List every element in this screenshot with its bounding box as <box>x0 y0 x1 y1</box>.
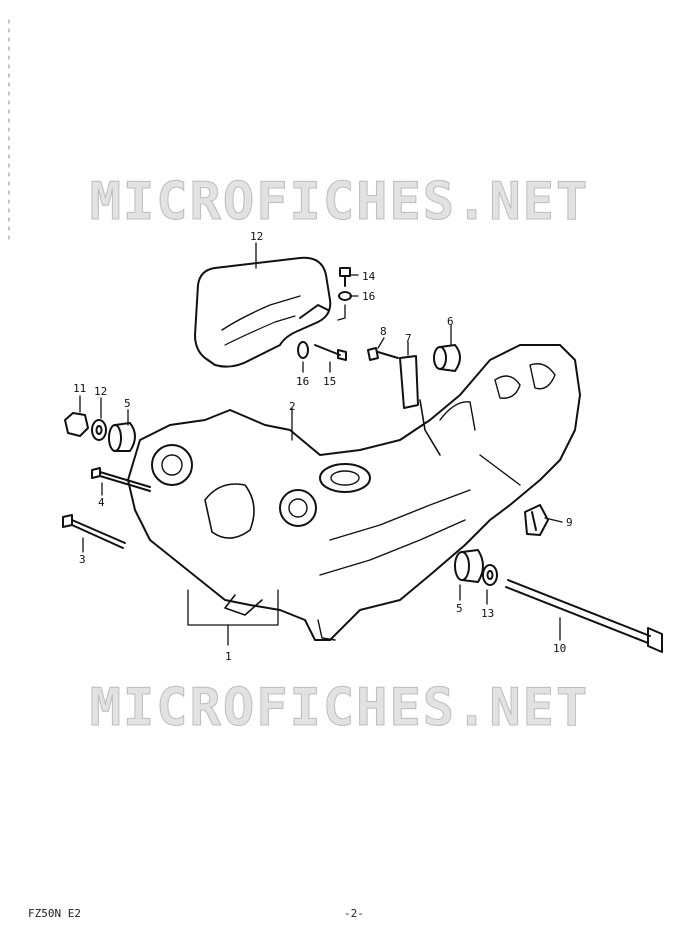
leader-8 <box>377 337 385 349</box>
callout-12b: 13 <box>481 607 494 620</box>
callout-16a: 16 <box>362 290 375 303</box>
bracket-7 <box>399 355 419 409</box>
bushing-5a <box>108 422 136 452</box>
callout-2: 2 <box>289 400 296 413</box>
watermark-top: MICROFICHES.NET <box>0 172 679 233</box>
nut-11 <box>64 412 89 437</box>
leader-1 <box>187 589 279 626</box>
bushing-6 <box>433 344 461 372</box>
washer-16a <box>338 291 352 301</box>
callout-8: 8 <box>380 325 387 338</box>
bolt-10 <box>505 579 663 653</box>
engine-cover-13 <box>194 256 332 368</box>
screw-14 <box>339 267 351 287</box>
bolt-8 <box>367 347 399 361</box>
crankcase-1 <box>127 344 581 641</box>
bolt-4 <box>91 467 151 492</box>
page-number: -2- <box>344 907 364 920</box>
callout-10: 10 <box>553 642 566 655</box>
leader-16-bracket <box>337 304 346 321</box>
bolt-15 <box>314 344 347 361</box>
watermark-bottom: MICROFICHES.NET <box>0 678 679 739</box>
washer-16b <box>297 341 309 359</box>
callout-6: 6 <box>447 315 454 328</box>
callout-9: 9 <box>566 516 573 529</box>
callout-7: 7 <box>405 332 412 345</box>
washer-12a <box>91 419 107 441</box>
callout-3: 3 <box>79 553 86 566</box>
callout-1: 1 <box>225 650 232 663</box>
callout-14: 14 <box>362 270 376 283</box>
bolt-3 <box>62 514 126 549</box>
callout-15: 15 <box>323 375 336 388</box>
callout-11: 11 <box>73 382 86 395</box>
callout-16b: 16 <box>296 375 309 388</box>
washer-12b <box>482 564 498 586</box>
callout-12a: 12 <box>94 385 107 398</box>
model-code: FZ50N E2 <box>28 907 81 920</box>
callout-13: 12 <box>250 230 263 243</box>
callout-4: 4 <box>98 496 105 509</box>
bushing-5b <box>454 549 484 583</box>
plug-9 <box>524 504 549 536</box>
callout-5a: 5 <box>124 397 131 410</box>
callout-5b: 5 <box>456 602 463 615</box>
